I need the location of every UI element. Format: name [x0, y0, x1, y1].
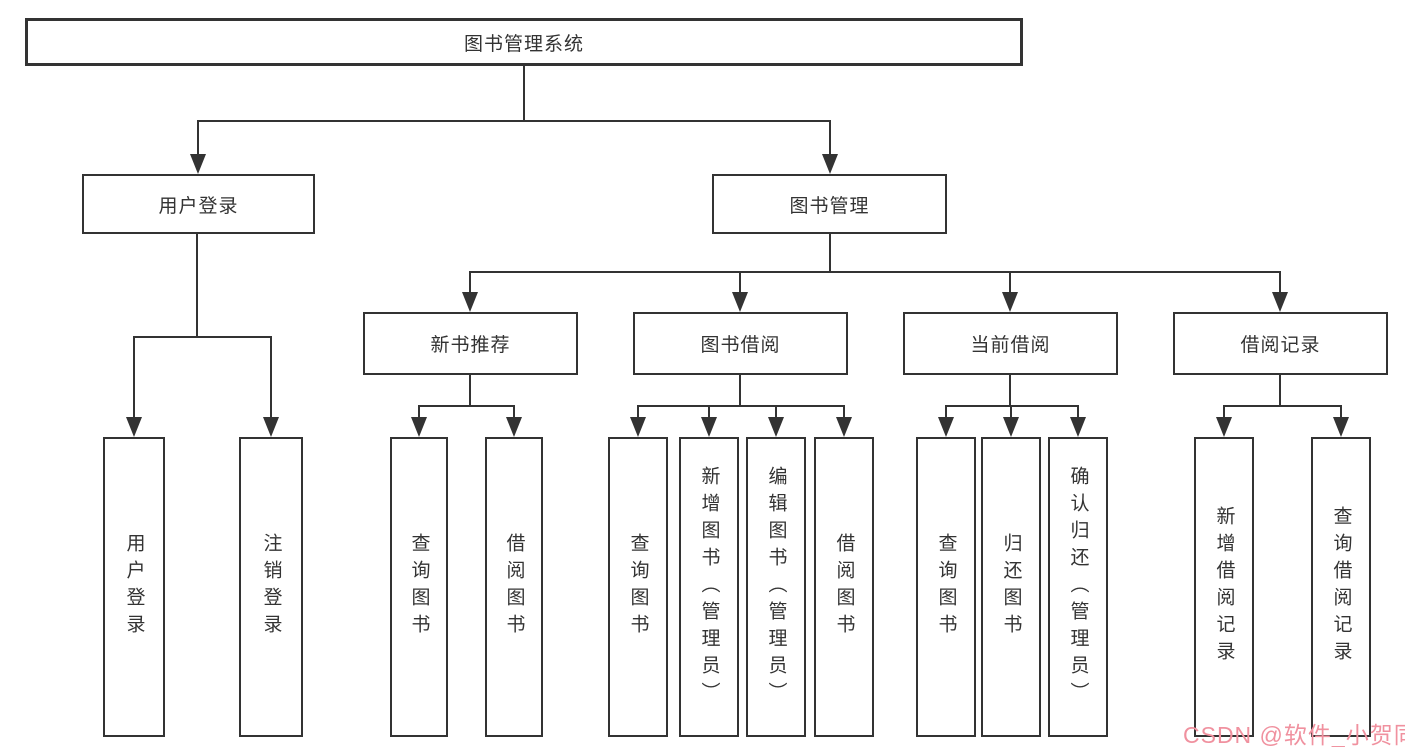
arrow-down-icon: [411, 417, 427, 437]
node-book-management: 图书管理: [712, 174, 947, 234]
connector-vline: [513, 405, 515, 419]
arrow-down-icon: [1003, 417, 1019, 437]
arrow-down-icon: [263, 417, 279, 437]
leaf-label: 借阅图书: [833, 533, 855, 641]
connector-vline: [1009, 375, 1011, 406]
connector-vline: [945, 405, 947, 419]
leaf-label: 归还图书: [1000, 533, 1022, 641]
leaf-borrow-books: 借阅图书: [814, 437, 874, 737]
leaf-label: 查询图书: [627, 533, 649, 641]
arrow-down-icon: [836, 417, 852, 437]
connector-vline: [469, 271, 471, 294]
node-library-management-system: 图书管理系统: [25, 18, 1023, 66]
connector-vline: [775, 405, 777, 419]
arrow-down-icon: [1333, 417, 1349, 437]
arrow-down-icon: [506, 417, 522, 437]
connector-hline: [637, 405, 845, 407]
connector-vline: [133, 336, 135, 419]
arrow-down-icon: [938, 417, 954, 437]
connector-vline: [829, 234, 831, 272]
watermark: CSDN @软件_小贺同学: [1183, 722, 1405, 747]
leaf-add-borrow-record: 新增借阅记录: [1194, 437, 1254, 737]
connector-vline: [708, 405, 710, 419]
arrow-down-icon: [1272, 292, 1288, 312]
leaf-label: 注销登录: [260, 533, 282, 641]
leaf-return-books: 归还图书: [981, 437, 1041, 737]
leaf-label: 新增借阅记录: [1213, 506, 1235, 668]
arrow-down-icon: [126, 417, 142, 437]
leaf-add-books-admin: 新增图书（管理员）: [679, 437, 739, 737]
node-label: 新书推荐: [430, 335, 511, 356]
leaf-label: 用户登录: [123, 533, 145, 641]
leaf-label: 新增图书（管理员）: [698, 465, 720, 709]
connector-vline: [196, 234, 198, 337]
node-label: 借阅记录: [1240, 335, 1321, 356]
connector-vline: [843, 405, 845, 419]
arrow-down-icon: [768, 417, 784, 437]
arrow-down-icon: [1216, 417, 1232, 437]
node-new-book-recommendation: 新书推荐: [363, 312, 578, 375]
arrow-down-icon: [822, 154, 838, 174]
connector-hline: [469, 271, 1281, 273]
leaf-label: 编辑图书（管理员）: [765, 465, 787, 709]
connector-vline: [523, 66, 525, 120]
connector-hline: [197, 120, 831, 122]
connector-hline: [133, 336, 272, 338]
leaf-query-books-current: 查询图书: [916, 437, 976, 737]
connector-vline: [1279, 271, 1281, 294]
connector-vline: [1279, 375, 1281, 406]
connector-hline: [1223, 405, 1342, 407]
leaf-label: 查询图书: [935, 533, 957, 641]
connector-hline: [418, 405, 515, 407]
connector-vline: [469, 375, 471, 406]
connector-vline: [1077, 405, 1079, 419]
connector-vline: [1340, 405, 1342, 419]
arrow-down-icon: [701, 417, 717, 437]
leaf-user-login: 用户登录: [103, 437, 165, 737]
arrow-down-icon: [462, 292, 478, 312]
connector-vline: [829, 120, 831, 156]
connector-vline: [270, 336, 272, 419]
arrow-down-icon: [190, 154, 206, 174]
connector-vline: [739, 375, 741, 406]
leaf-logout: 注销登录: [239, 437, 303, 737]
leaf-label: 查询图书: [408, 533, 430, 641]
leaf-label: 查询借阅记录: [1330, 506, 1352, 668]
connector-vline: [739, 271, 741, 294]
leaf-label: 确认归还（管理员）: [1067, 465, 1089, 709]
node-label: 图书管理系统: [463, 33, 584, 55]
leaf-query-books-recommend: 查询图书: [390, 437, 448, 737]
leaf-query-borrow-record: 查询借阅记录: [1311, 437, 1371, 737]
arrow-down-icon: [1002, 292, 1018, 312]
leaf-borrow-books-recommend: 借阅图书: [485, 437, 543, 737]
leaf-edit-books-admin: 编辑图书（管理员）: [746, 437, 806, 737]
leaf-label: 借阅图书: [503, 533, 525, 641]
node-label: 当前借阅: [970, 335, 1051, 356]
connector-vline: [1010, 405, 1012, 419]
leaf-query-books-borrowing: 查询图书: [608, 437, 668, 737]
node-borrowing-records: 借阅记录: [1173, 312, 1388, 375]
node-label: 图书借阅: [700, 335, 781, 356]
node-label: 图书管理: [789, 195, 870, 217]
connector-vline: [197, 120, 199, 156]
node-user-login: 用户登录: [82, 174, 315, 234]
leaf-confirm-return-admin: 确认归还（管理员）: [1048, 437, 1108, 737]
connector-vline: [1223, 405, 1225, 419]
arrow-down-icon: [732, 292, 748, 312]
arrow-down-icon: [1070, 417, 1086, 437]
connector-vline: [418, 405, 420, 419]
node-book-borrowing: 图书借阅: [633, 312, 848, 375]
connector-vline: [1009, 271, 1011, 294]
connector-vline: [637, 405, 639, 419]
node-current-borrowing: 当前借阅: [903, 312, 1118, 375]
arrow-down-icon: [630, 417, 646, 437]
connector-hline: [945, 405, 1079, 407]
node-label: 用户登录: [158, 195, 239, 217]
